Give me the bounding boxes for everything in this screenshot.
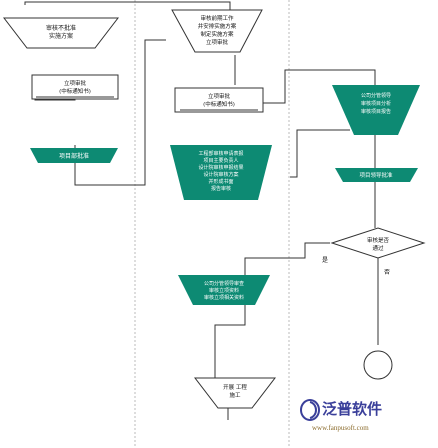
swimlane-dividers bbox=[134, 0, 290, 448]
mid-box[interactable]: 立项审批 (中标通知书) bbox=[174, 87, 264, 113]
logo-mark-icon bbox=[300, 399, 320, 421]
connectors bbox=[24, 1, 379, 420]
connector-top-loop bbox=[24, 1, 231, 10]
logo-url-text: www.fanpusoft.com bbox=[312, 424, 369, 432]
top-left-funnel-shape bbox=[2, 17, 120, 49]
top-left-funnel-text-2: 实施方案 bbox=[49, 32, 73, 40]
mid-teal-funnel-text-2: 项目主要负责人 bbox=[203, 157, 238, 164]
lower-teal-funnel-text-2: 审核立项资料 bbox=[209, 287, 239, 294]
mid-teal-funnel-text-4: 设计院审核方案 bbox=[203, 171, 238, 178]
mid-box-text-1: 立项审批 bbox=[208, 92, 231, 100]
right-teal-funnel-shape bbox=[332, 85, 420, 135]
bottom-funnel[interactable]: 开展 工程 施工 bbox=[193, 377, 277, 409]
decision-diamond[interactable]: 审核是否 通过 bbox=[330, 227, 426, 259]
left-box[interactable]: 立项审批 (中标通知书) bbox=[31, 74, 119, 100]
mid-box-text-2: (中标通知书) bbox=[203, 100, 235, 108]
top-left-funnel-text-1: 审核不批准 bbox=[46, 24, 76, 32]
decision-diamond-text-2: 通过 bbox=[372, 244, 384, 252]
mid-teal-funnel-shape bbox=[170, 145, 272, 200]
logo-brand-text: 泛普软件 bbox=[322, 400, 382, 418]
top-mid-funnel-shape bbox=[171, 9, 263, 53]
connector-mid-box-right bbox=[262, 69, 376, 104]
right-teal-bar-shape bbox=[335, 168, 418, 182]
right-teal-funnel-text-2: 审核项目分析 bbox=[361, 100, 391, 107]
decision-yes-label: 是 bbox=[322, 257, 328, 264]
top-mid-funnel-text-4: 立项审批 bbox=[206, 38, 229, 46]
left-box-text-1: 立项审批 bbox=[64, 79, 87, 87]
right-teal-funnel-text-1: 公司分管领导 bbox=[361, 92, 391, 99]
decision-diamond-text-1: 审核是否 bbox=[367, 236, 390, 244]
bottom-funnel-text-2: 施工 bbox=[229, 391, 241, 399]
top-mid-funnel-text-2: 并安排实施方案 bbox=[198, 22, 237, 30]
mid-teal-funnel-text-5: 并形成书面 bbox=[208, 178, 233, 185]
right-teal-bar[interactable]: 项目领导批准 bbox=[335, 168, 418, 182]
connector-lower-loop bbox=[214, 305, 246, 390]
bottom-funnel-text-1: 开展 工程 bbox=[223, 383, 247, 391]
mid-teal-funnel-text-6: 报告审核 bbox=[211, 185, 231, 192]
lower-teal-funnel[interactable]: 公司分管领导审查 审核立项资料 审核立项相关资料 bbox=[178, 275, 270, 305]
mid-teal-funnel-text-3: 设计院审核申报结果 bbox=[198, 164, 243, 171]
top-mid-funnel-text-3: 制定实施方案 bbox=[200, 30, 234, 38]
top-mid-funnel-text-1: 审核前期工作 bbox=[200, 14, 234, 22]
mid-box-shape bbox=[174, 87, 264, 113]
right-teal-bar-text: 项目领导批准 bbox=[359, 171, 393, 179]
top-mid-funnel[interactable]: 审核前期工作 并安排实施方案 制定实施方案 立项审批 bbox=[171, 9, 263, 53]
end-circle bbox=[363, 350, 393, 380]
decision-diamond-shape bbox=[330, 227, 426, 259]
lower-teal-funnel-text-3: 审核立项相关资料 bbox=[204, 294, 244, 301]
decision-no-label: 否 bbox=[384, 269, 390, 276]
brand-logo: 泛普软件 www.fanpusoft.com bbox=[300, 399, 382, 432]
left-box-text-2: (中标通知书) bbox=[59, 87, 91, 95]
mid-teal-funnel-text-1: 工程部审核申请表报 bbox=[198, 150, 243, 157]
mid-teal-funnel[interactable]: 工程部审核申请表报 项目主要负责人 设计院审核申报结果 设计院审核方案 并形成书… bbox=[170, 145, 272, 200]
left-teal-bar-text: 项目部批准 bbox=[59, 152, 89, 160]
lower-teal-funnel-text-1: 公司分管领导审查 bbox=[204, 280, 244, 287]
top-left-funnel[interactable]: 审核不批准 实施方案 bbox=[2, 17, 120, 49]
right-teal-funnel-text-3: 审核项目报告 bbox=[361, 108, 391, 115]
bottom-funnel-shape bbox=[193, 377, 277, 409]
lower-teal-funnel-shape bbox=[178, 275, 270, 305]
connector-mid-to-right bbox=[290, 129, 350, 178]
connector-left-loop bbox=[74, 39, 166, 186]
left-box-shape bbox=[31, 74, 119, 100]
connector-diamond-left bbox=[244, 242, 330, 275]
left-teal-bar-shape bbox=[30, 148, 118, 163]
right-teal-funnel[interactable]: 公司分管领导 审核项目分析 审核项目报告 bbox=[332, 85, 420, 135]
left-teal-bar[interactable]: 项目部批准 bbox=[30, 148, 118, 163]
